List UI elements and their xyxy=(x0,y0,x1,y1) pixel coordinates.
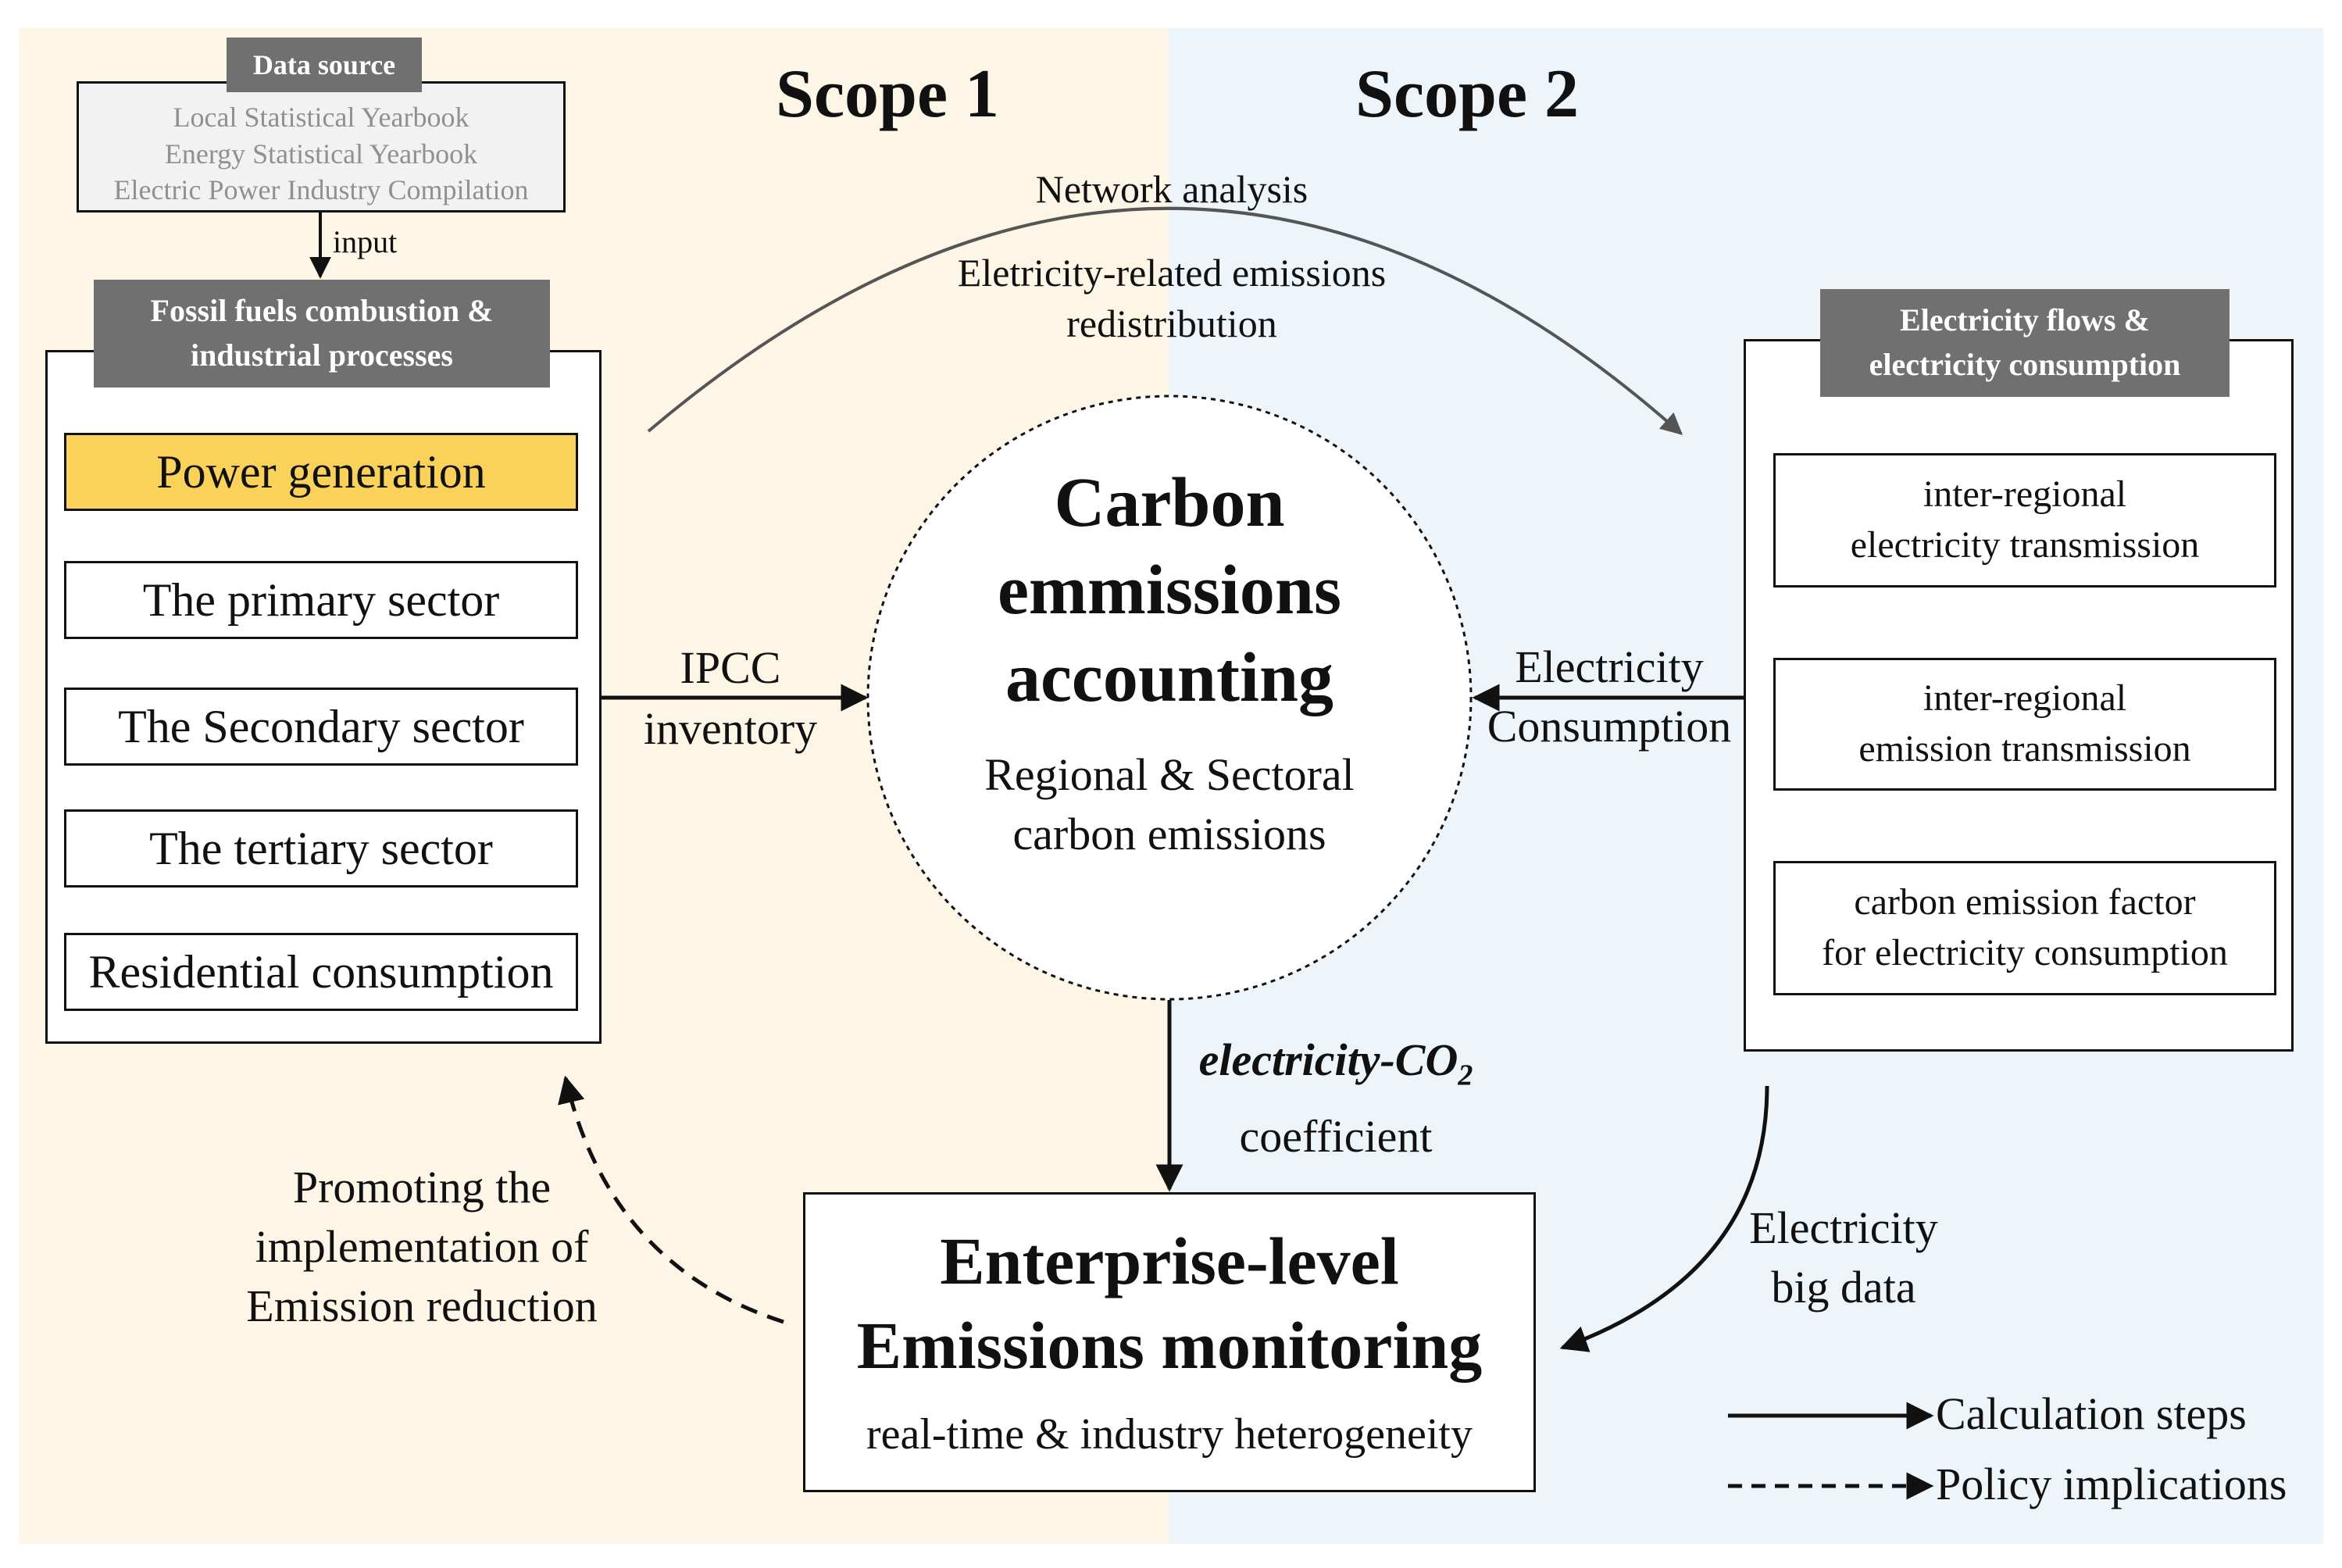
data-source-label: Data source xyxy=(227,38,422,92)
center-title-line: accounting xyxy=(1005,639,1334,716)
sector-power-generation: Power generation xyxy=(64,433,578,511)
ipcc-label-line: IPCC xyxy=(680,642,781,693)
electricity-transmission-box: inter-regional electricity transmission xyxy=(1773,453,2276,588)
fossil-fuels-label: Fossil fuels combustion & industrial pro… xyxy=(94,280,550,388)
promoting-label-line: Promoting the xyxy=(292,1162,552,1213)
coefficient-word: coefficient xyxy=(1239,1110,1433,1162)
center-subtitle-line: Regional & Sectoral xyxy=(984,749,1355,800)
network-analysis-labels: Network analysis Eletricity-related emis… xyxy=(859,164,1484,349)
data-source-item: Local Statistical Yearbook xyxy=(173,101,469,133)
data-source-item: Energy Statistical Yearbook xyxy=(164,138,478,170)
electricity-consumption-label: Electricity Consumption xyxy=(1469,638,1750,756)
carbon-accounting-text: Carbon emmissions accounting Regional & … xyxy=(888,459,1451,864)
coefficient-label: electricity-CO2 coefficient xyxy=(1180,1030,1492,1167)
ipcc-label-line: inventory xyxy=(643,703,818,754)
promoting-label: Promoting the implementation of Emission… xyxy=(211,1158,633,1336)
carbon-accounting-circle xyxy=(866,395,1473,1001)
coefficient-formula: electricity-CO2 xyxy=(1180,1030,1492,1106)
emission-transmission-line: emission transmission xyxy=(1858,728,2191,770)
ipcc-label: IPCC inventory xyxy=(609,638,851,759)
coefficient-formula-text: electricity-CO xyxy=(1198,1034,1458,1085)
input-label: input xyxy=(333,224,398,259)
fossil-fuels-label-line: Fossil fuels combustion & xyxy=(150,293,494,328)
enterprise-monitoring-box: Enterprise-level Emissions monitoring re… xyxy=(803,1192,1536,1492)
enterprise-subtitle: real-time & industry heterogeneity xyxy=(866,1410,1473,1459)
electricity-panel-label: Electricity flows & electricity consumpt… xyxy=(1820,289,2230,397)
enterprise-title-line: Enterprise-level xyxy=(940,1223,1399,1298)
legend-calculation-steps: Calculation steps xyxy=(1936,1388,2247,1439)
center-subtitle-line: carbon emissions xyxy=(1012,809,1326,859)
network-analysis-line: Eletricity-related emissions xyxy=(957,251,1387,295)
emission-transmission-box: inter-regional emission transmission xyxy=(1773,658,2276,791)
coefficient-subscript: 2 xyxy=(1458,1059,1473,1092)
big-data-arc xyxy=(1559,1085,1769,1352)
sector-residential: Residential consumption xyxy=(64,933,578,1011)
scope2-title: Scope 2 xyxy=(1355,56,1579,132)
network-analysis-arc xyxy=(647,206,1683,435)
sector-primary: The primary sector xyxy=(64,561,578,639)
sector-tertiary: The tertiary sector xyxy=(64,809,578,888)
emission-transmission-line: inter-regional xyxy=(1923,677,2127,720)
electricity-transmission-line: electricity transmission xyxy=(1850,524,2200,566)
electricity-panel-label-line: electricity consumption xyxy=(1869,346,2181,382)
legend-policy-implications: Policy implications xyxy=(1936,1459,2287,1509)
data-source-box: Local Statistical Yearbook Energy Statis… xyxy=(77,81,566,213)
scope1-title: Scope 1 xyxy=(776,56,999,132)
emission-factor-line: carbon emission factor xyxy=(1854,881,2196,923)
center-title-line: emmissions xyxy=(997,552,1342,629)
electricity-transmission-line: inter-regional xyxy=(1923,473,2127,516)
big-data-label-line: big data xyxy=(1771,1262,1916,1313)
electricity-panel-label-line: Electricity flows & xyxy=(1900,302,2150,338)
policy-feedback-arc xyxy=(558,1075,784,1324)
data-source-item: Electric Power Industry Compilation xyxy=(113,174,529,206)
big-data-label: Electricity big data xyxy=(1719,1198,1969,1317)
fossil-fuels-label-line: industrial processes xyxy=(191,337,453,373)
emission-factor-box: carbon emission factor for electricity c… xyxy=(1773,861,2276,995)
electricity-consumption-line: Consumption xyxy=(1487,701,1732,752)
network-analysis-line: redistribution xyxy=(1066,302,1277,345)
promoting-label-line: Emission reduction xyxy=(246,1280,598,1331)
big-data-label-line: Electricity xyxy=(1749,1202,1938,1253)
emission-factor-line: for electricity consumption xyxy=(1822,932,2228,973)
sector-secondary: The Secondary sector xyxy=(64,688,578,766)
network-analysis-title: Network analysis xyxy=(1035,167,1308,211)
electricity-consumption-line: Electricity xyxy=(1515,641,1704,692)
promoting-label-line: implementation of xyxy=(255,1221,589,1272)
center-title-line: Carbon xyxy=(1054,464,1285,541)
enterprise-title-line: Emissions monitoring xyxy=(856,1308,1483,1383)
